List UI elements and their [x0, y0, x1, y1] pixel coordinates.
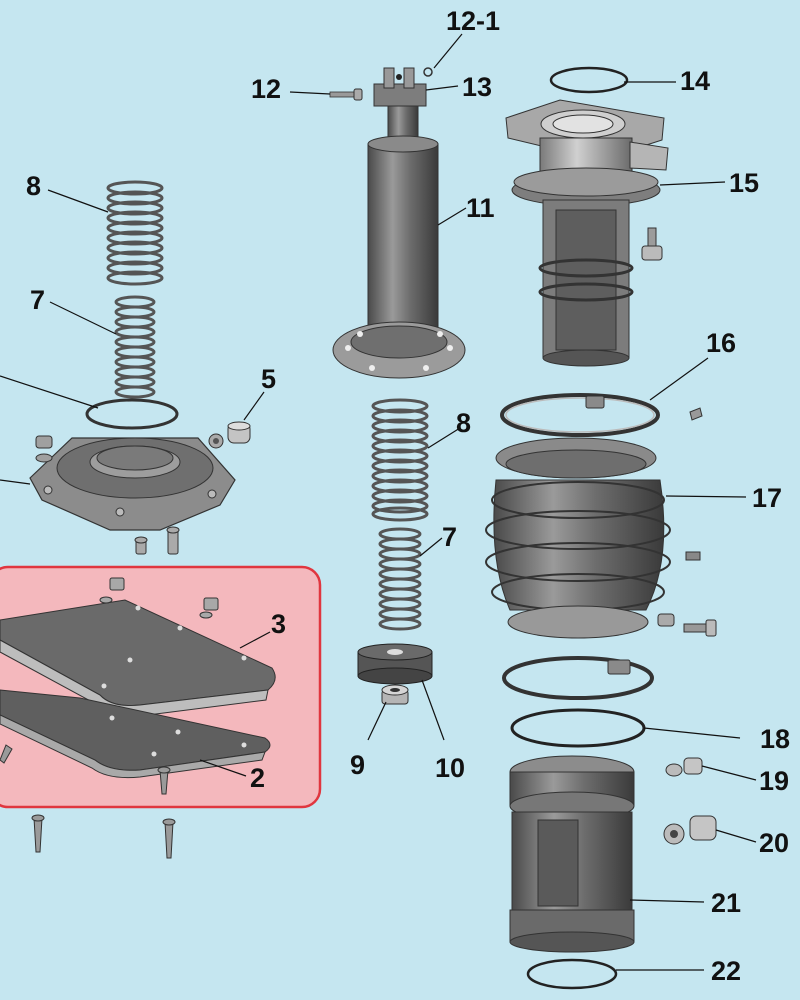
snap-ring-left [85, 398, 179, 430]
top-flange-15 [505, 99, 669, 367]
base-plate-upper [0, 599, 276, 717]
ring-12-1 [423, 67, 433, 77]
flange-nuts [35, 435, 53, 463]
callout-7-left: 7 [30, 285, 46, 315]
nut-washer-5 [208, 421, 251, 449]
bellows-fasteners [657, 613, 717, 637]
plate-nuts [99, 577, 219, 619]
clamp-band-lower [502, 656, 654, 700]
callout-8-left: 8 [26, 171, 42, 201]
callout-2: 2 [250, 763, 266, 793]
o-ring-22 [526, 958, 618, 990]
cylinder-11 [332, 105, 466, 379]
callout-11: 11 [466, 193, 495, 223]
o-ring-14 [549, 66, 629, 94]
plug-20 [663, 815, 717, 845]
base-flange [29, 437, 236, 531]
spring-center-large [371, 398, 429, 522]
callout-17: 17 [752, 483, 783, 513]
bellows-17 [485, 437, 701, 639]
base-plate-lower [0, 689, 271, 779]
callout-3: 3 [271, 609, 287, 639]
callout-5: 5 [261, 364, 277, 394]
callout-22: 22 [711, 956, 742, 986]
callout-12: 12 [251, 74, 282, 104]
nut-9 [381, 684, 409, 705]
screw-12 [329, 88, 363, 101]
callout-13: 13 [462, 72, 493, 102]
callout-21: 21 [711, 888, 742, 918]
callout-14: 14 [680, 66, 711, 96]
clamp-band-16 [500, 393, 703, 437]
plug-19 [665, 757, 703, 777]
callout-12-1: 12-1 [446, 6, 501, 36]
spacer-10 [357, 643, 433, 685]
callout-9: 9 [350, 750, 366, 780]
callout-8-center: 8 [456, 408, 472, 438]
callout-15: 15 [729, 168, 760, 198]
flange-bolts [134, 526, 180, 555]
o-ring-18 [510, 708, 646, 748]
lower-housing-21 [509, 755, 635, 953]
clevis-13 [373, 67, 427, 107]
callout-10: 10 [435, 753, 466, 783]
spring-left-small [114, 295, 156, 399]
callout-7-center: 7 [442, 522, 458, 552]
spring-center-small [378, 527, 422, 631]
callout-19: 19 [759, 766, 790, 796]
callout-20: 20 [759, 828, 790, 858]
spring-left-large [106, 180, 164, 286]
leader-lines [0, 33, 757, 971]
bolt-15 [641, 227, 663, 261]
plate-bolts [0, 744, 176, 859]
callout-18: 18 [760, 724, 791, 754]
callout-16: 16 [706, 328, 737, 358]
